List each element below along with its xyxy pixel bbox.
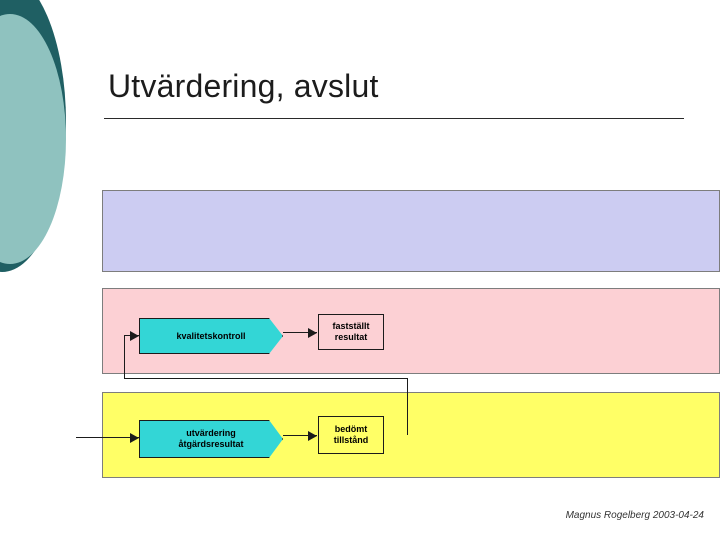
arrow-line-kvalitetskontroll-to-faststallt	[283, 332, 317, 333]
arrow-head-into-utvardering-icon	[130, 433, 139, 443]
slide-footer: Magnus Rogelberg 2003-04-24	[565, 510, 704, 521]
process-box-utvardering-label: utvärdering åtgärdsresultat	[178, 428, 243, 450]
loop-line-left	[124, 336, 125, 378]
result-box-bedomt-tillstand: bedömt tillstånd	[318, 416, 384, 454]
arrow-line-utvardering-to-bedomt	[283, 435, 317, 436]
arrow-head-utvardering-to-bedomt-icon	[308, 431, 317, 441]
result-box-bedomt-line2: tillstånd	[333, 435, 369, 445]
result-box-faststallt-label: fastställt resultat	[332, 321, 369, 343]
process-box-utvardering-atgardsresultat: utvärdering åtgärdsresultat	[139, 420, 283, 458]
loop-line-bottom	[124, 378, 408, 379]
slide-title: Utvärdering, avslut	[108, 68, 379, 104]
process-box-utvardering-label-line1: utvärdering	[186, 428, 236, 438]
result-box-faststallt-resultat: fastställt resultat	[318, 314, 384, 350]
result-box-bedomt-label: bedömt tillstånd	[334, 424, 369, 446]
process-box-utvardering-label-line2: åtgärdsresultat	[178, 439, 244, 449]
process-box-kvalitetskontroll: kvalitetskontroll	[139, 318, 283, 354]
arrow-head-into-kvalitetskontroll-icon	[130, 331, 139, 341]
band-top	[102, 190, 720, 272]
loop-line-right	[407, 378, 408, 435]
arrow-head-kvalitetskontroll-to-faststallt-icon	[308, 328, 317, 338]
arrow-line-into-utvardering	[76, 437, 139, 438]
result-box-bedomt-line1: bedömt	[334, 424, 368, 434]
title-divider	[104, 118, 684, 119]
result-box-faststallt-line1: fastställt	[332, 321, 370, 331]
process-box-kvalitetskontroll-label: kvalitetskontroll	[176, 330, 246, 341]
result-box-faststallt-line2: resultat	[334, 332, 368, 342]
